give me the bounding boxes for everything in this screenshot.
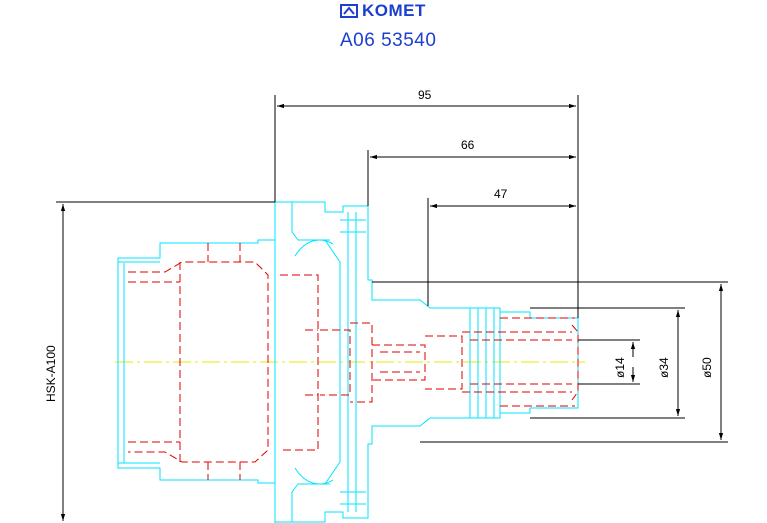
hsk-shank-outline [117, 200, 276, 523]
dimension-label-dia-14: ø14 [613, 357, 627, 378]
dimension-hsk-interface [56, 201, 275, 521]
dimension-label-hsk: HSK-A100 [44, 345, 58, 402]
dimension-dia-34 [530, 307, 685, 419]
part-number: A06 53540 [340, 30, 437, 51]
brand-name: KOMET [362, 1, 426, 20]
dimension-length-95 [274, 95, 579, 318]
dimension-dia-50 [372, 281, 728, 443]
komet-logo: KOMET [340, 0, 426, 22]
dimension-label-dia-34: ø34 [657, 357, 671, 378]
dimension-length-66 [367, 150, 576, 206]
dimension-label-47: 47 [494, 187, 508, 201]
dimension-label-95: 95 [418, 88, 432, 102]
hidden-lines [128, 243, 579, 480]
dimension-length-47 [427, 198, 576, 306]
dimension-label-dia-50: ø50 [700, 357, 714, 378]
komet-logo-icon [340, 4, 358, 18]
dimension-label-66: 66 [461, 138, 475, 152]
dimension-dia-14 [578, 339, 640, 385]
